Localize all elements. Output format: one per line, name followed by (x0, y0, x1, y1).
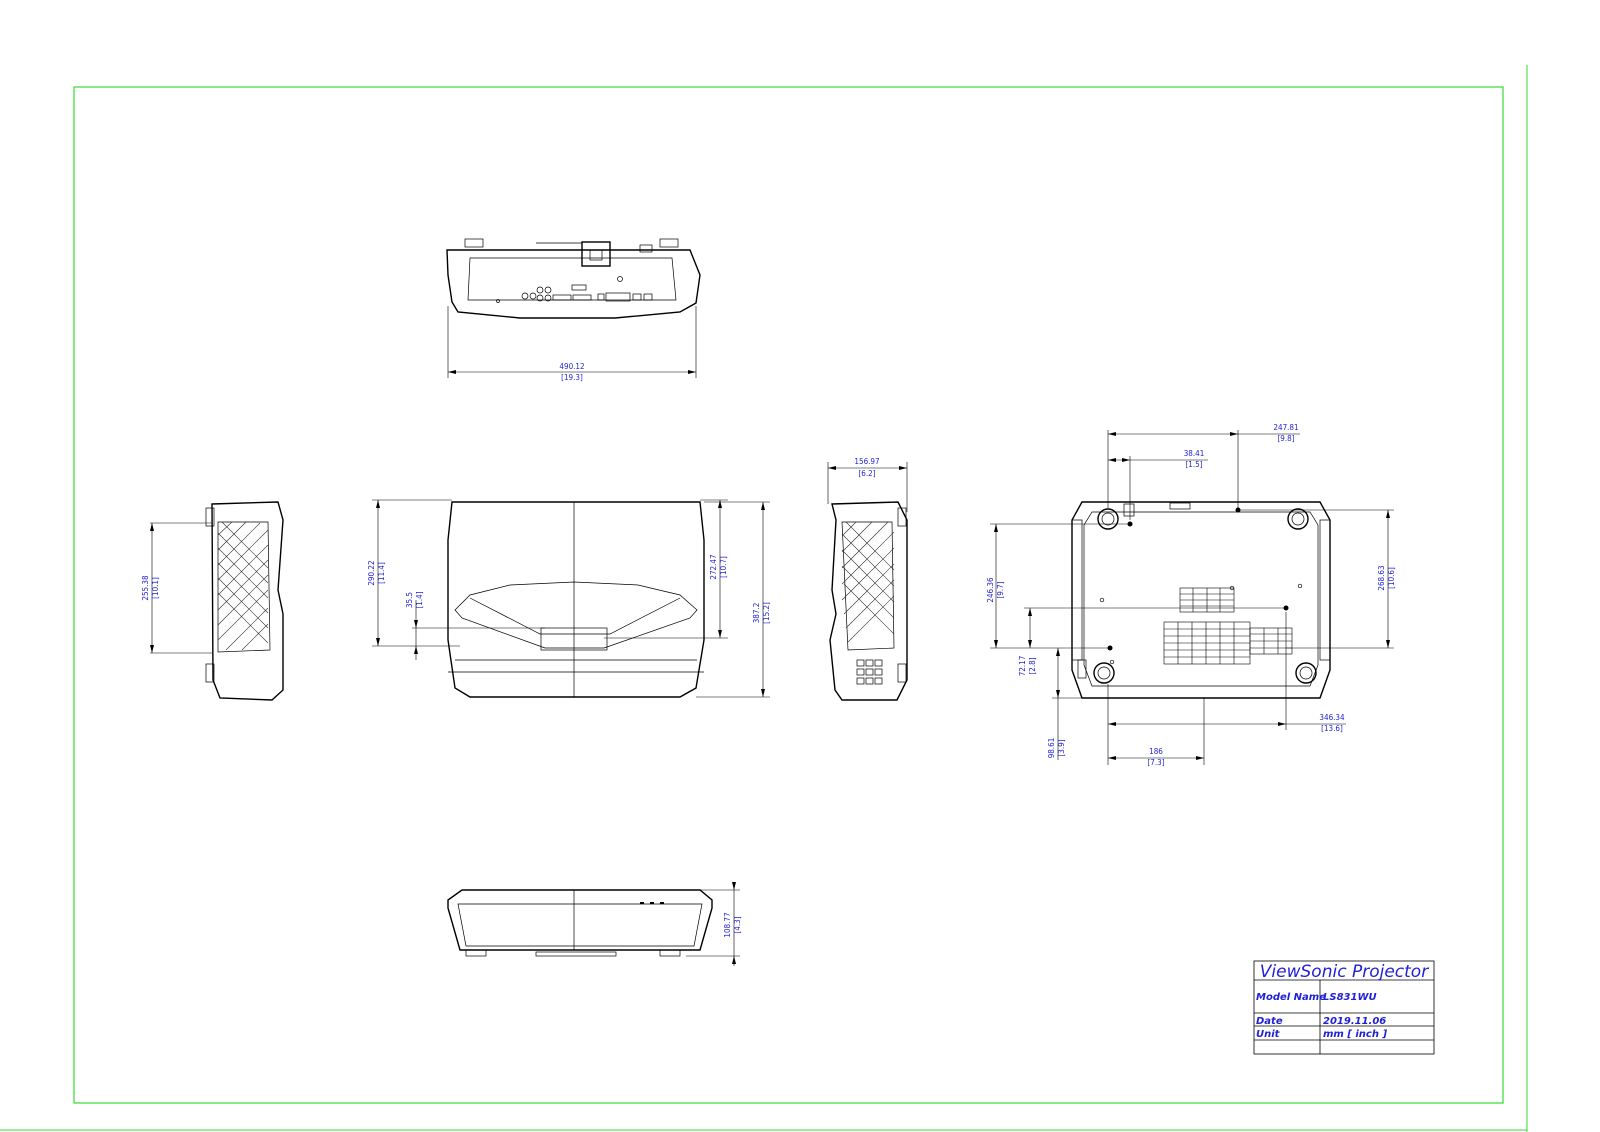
dim-rear-width-inch: [19.3] (561, 373, 583, 382)
dim-top-depth1-inch: [11.4] (377, 562, 386, 584)
dim-bottom-w4-inch: [7.3] (1147, 758, 1164, 767)
title-block-unit-value: mm [ inch ] (1323, 1029, 1387, 1040)
dim-top-total-inch: [15.2] (762, 602, 771, 624)
dim-bottom-w1-mm: 247.81 (1273, 423, 1298, 432)
dim-bottom-w4-mm: 186 (1149, 747, 1163, 756)
dim-top-total-mm: 387.2 (752, 603, 761, 624)
title-block-model-value: LS831WU (1323, 992, 1377, 1003)
dim-top-depth1-mm: 290.22 (367, 560, 376, 585)
dim-bottom-w2-mm: 38.41 (1184, 449, 1205, 458)
drawing-frame (73, 86, 1504, 1104)
dim-bottom-h2-mm: 268.63 (1377, 565, 1386, 590)
dim-top-offset-inch: [1.4] (415, 591, 424, 608)
rear-view: 490.12 [19.3] (446, 238, 701, 382)
dim-bottom-h1-mm: 246.36 (986, 577, 995, 603)
title-block-model-label: Model Name (1256, 992, 1326, 1003)
dim-front-height-mm: 108.77 (723, 912, 732, 937)
dim-bottom-w2-inch: [1.5] (1185, 460, 1202, 469)
dim-top-depth2-inch: [10.7] (719, 556, 728, 578)
dim-bottom-h1-inch: [9.7] (996, 581, 1005, 598)
top-view: 290.22 [11.4] 35.5 [1.4] 272.47 [10.7] 3… (367, 499, 771, 698)
title-block-date-label: Date (1256, 1016, 1283, 1027)
dim-bottom-w1-inch: [9.8] (1277, 434, 1294, 443)
left-side-view: 255.38 [10.1] (141, 501, 284, 701)
dim-bottom-h4-inch: [3.9] (1057, 739, 1066, 756)
title-block-brand: ViewSonic Projector (1260, 962, 1429, 982)
dim-rear-width-mm: 490.12 (559, 362, 584, 371)
dim-left-height-mm: 255.38 (141, 575, 150, 601)
dim-right-width-inch: [6.2] (858, 469, 875, 478)
title-block-date-value: 2019.11.06 (1323, 1016, 1386, 1027)
dim-bottom-w3-mm: 346.34 (1319, 713, 1345, 722)
rear-ports (496, 276, 653, 303)
dim-bottom-h3-mm: 72.17 (1018, 656, 1027, 677)
control-keypad (856, 659, 883, 685)
bottom-vent-grille (1163, 587, 1293, 665)
dim-left-height-inch: [10.1] (151, 577, 160, 599)
dim-right-width-mm: 156.97 (854, 457, 879, 466)
front-view: 108.77 [4.3] (447, 882, 742, 966)
dim-bottom-h3-inch: [2.8] (1028, 657, 1037, 674)
dim-bottom-h2-inch: [10.6] (1387, 567, 1396, 589)
title-block-unit-label: Unit (1256, 1029, 1281, 1040)
bottom-view: 247.81 [9.8] 38.41 [1.5] 246.36 [9.7] 26… (986, 423, 1396, 767)
dim-top-offset-mm: 35.5 (405, 592, 414, 608)
title-block: ViewSonic Projector Model Name LS831WU D… (1253, 960, 1435, 1055)
dim-top-depth2-mm: 272.47 (709, 554, 718, 579)
right-side-view: 156.97 [6.2] (827, 457, 908, 701)
dim-bottom-w3-inch: [13.6] (1321, 724, 1343, 733)
dim-bottom-h4-mm: 98.61 (1047, 738, 1056, 759)
dim-front-height-inch: [4.3] (733, 916, 742, 933)
